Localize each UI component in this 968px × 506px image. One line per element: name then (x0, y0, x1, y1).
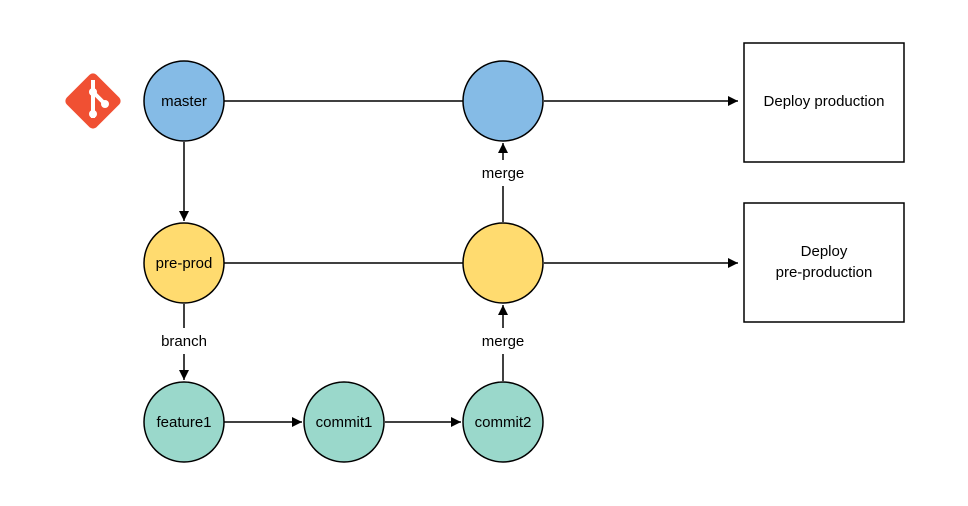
node-master-label: master (161, 93, 207, 110)
box-deploy-production-label: Deploy production (764, 93, 885, 110)
edges (179, 96, 738, 427)
git-logo-icon (65, 73, 121, 129)
node-commit1: commit1 (303, 381, 385, 463)
box-deploy-production: Deploy production (743, 42, 905, 163)
box-deploy-preproduction-line1: Deploy (801, 243, 848, 260)
box-deploy-preproduction: Deploy pre-production (743, 202, 905, 323)
node-commit1-label: commit1 (316, 414, 373, 431)
node-master: master (143, 60, 225, 142)
edge-label-merge-bottom: merge (482, 333, 525, 350)
node-commit2-label: commit2 (475, 414, 532, 431)
edge-label-branch: branch (161, 333, 207, 350)
node-preprod: pre-prod (143, 222, 225, 304)
node-feature1: feature1 (143, 381, 225, 463)
node-commit2: commit2 (462, 381, 544, 463)
node-master-merge (462, 60, 544, 142)
node-feature1-label: feature1 (156, 414, 211, 431)
node-preprod-label: pre-prod (156, 255, 213, 272)
edge-label-merge-top: merge (482, 165, 525, 182)
node-preprod-merge (462, 222, 544, 304)
box-deploy-preproduction-line2: pre-production (776, 264, 873, 281)
